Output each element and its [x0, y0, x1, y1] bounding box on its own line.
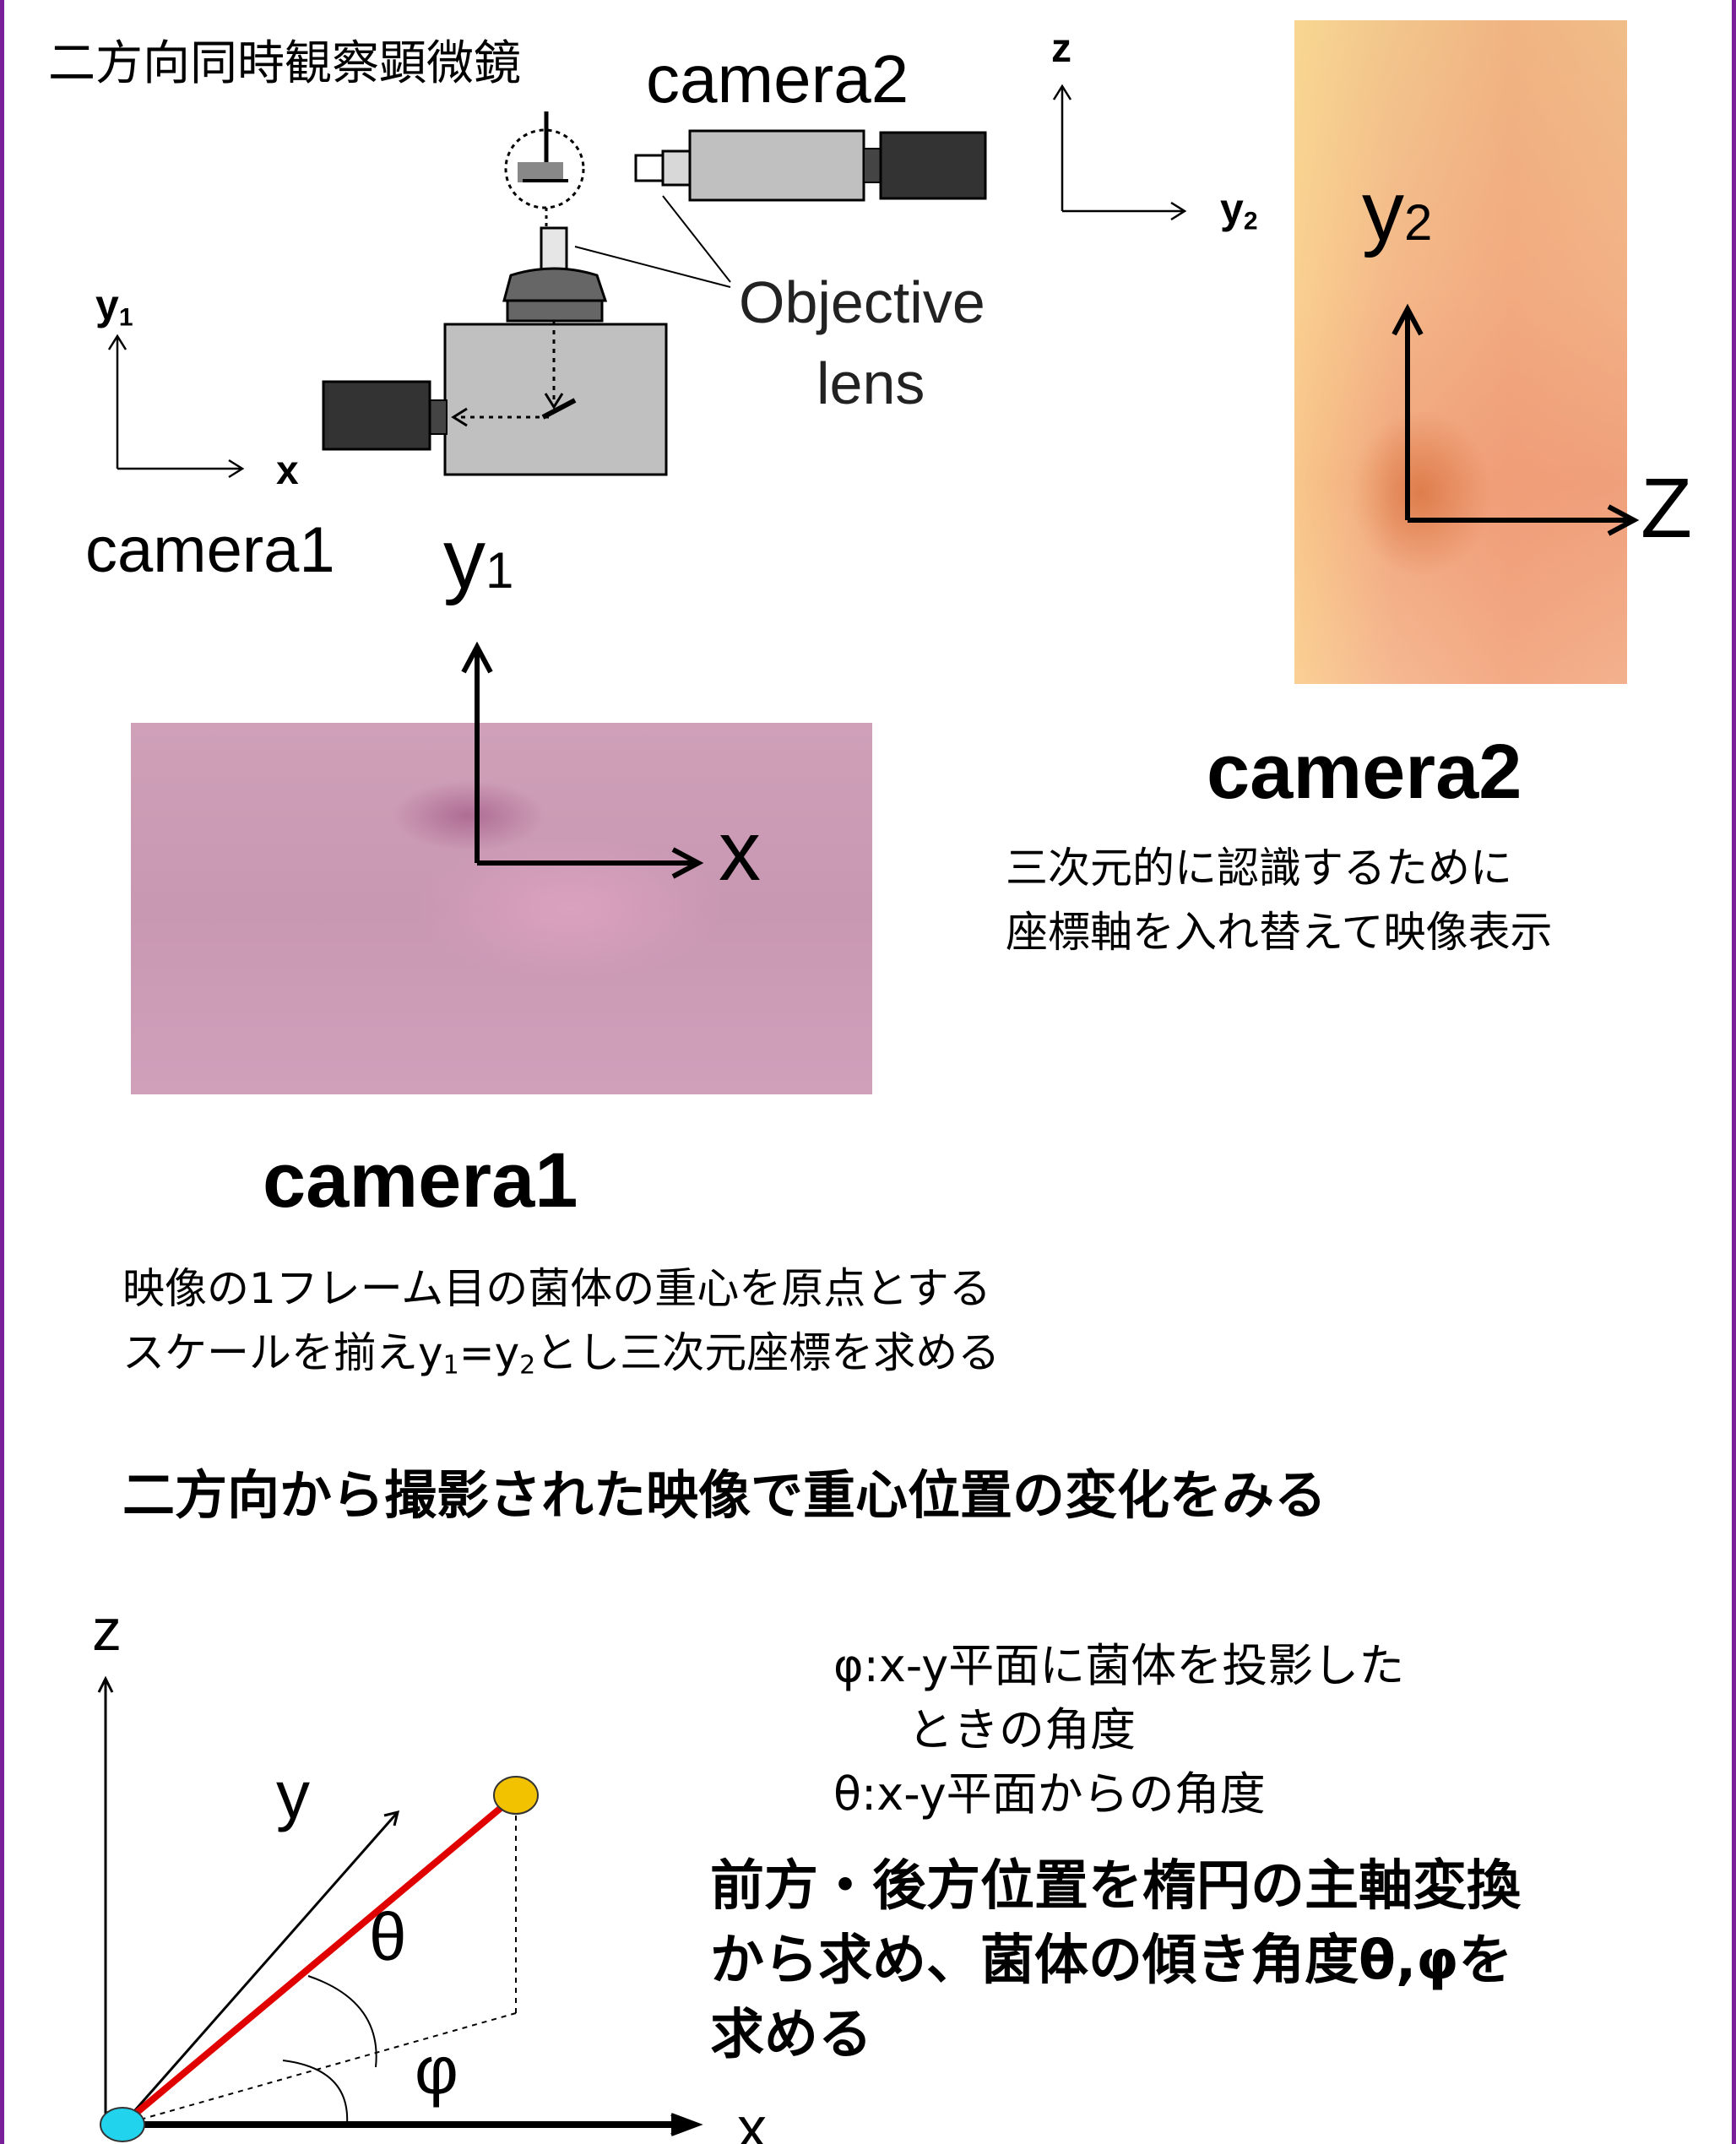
phi-label: φ: [415, 2033, 458, 2108]
camera2-overlay-axes: [1392, 303, 1640, 536]
camera2-z-label: Z: [1641, 461, 1693, 556]
x-axis-arrowhead: [670, 2113, 703, 2136]
specimen-holder: [504, 111, 585, 228]
camera2-device: [634, 129, 987, 202]
angle-y-label: y: [276, 1757, 310, 1832]
cell-front-point: [493, 1776, 539, 1815]
axis2-z-label: z: [1051, 26, 1071, 71]
theta-definition: θ:x-y平面からの角度: [833, 1767, 1266, 1821]
camera1-device: [322, 226, 668, 476]
camera1-image: [131, 723, 872, 1094]
angle-x-label: x: [737, 2095, 767, 2144]
camera2-image: [1294, 20, 1627, 684]
y-axis: [121, 1810, 400, 2125]
camera2-axes: [1052, 84, 1187, 221]
axis2-y-label: y2: [1220, 185, 1258, 236]
page-title: 二方向同時観察顕微鏡: [48, 36, 521, 91]
objective-label-line1: Objective: [739, 269, 985, 335]
z-axis: [97, 1675, 114, 2126]
phi-definition-line2: ときの角度: [908, 1703, 1136, 1756]
cell-origin-point: [100, 2107, 145, 2142]
angle-diagram: [97, 1675, 703, 2142]
camera1-heading: camera1: [263, 1137, 578, 1224]
conclusion-line1: 前方・後方位置を楕円の主軸変換: [710, 1855, 1521, 1918]
objective-leader-lines: [574, 195, 731, 288]
camera1-y-label: y1: [443, 512, 514, 606]
camera1-caption-line1: 映像の1フレーム目の菌体の重心を原点とする: [122, 1264, 991, 1313]
camera1-overlay-axes: [461, 641, 704, 879]
angle-z-label: z: [92, 1597, 122, 1663]
camera1-device-label: camera1: [85, 514, 335, 586]
camera2-heading: camera2: [1207, 729, 1522, 815]
camera2-y-label: y2: [1362, 164, 1433, 258]
camera2-device-label: camera2: [646, 41, 909, 117]
cell-axis-line: [120, 1792, 518, 2128]
theta-label: θ: [369, 1899, 407, 1974]
conclusion-line2: から求め、菌体の傾き角度θ,φを: [710, 1930, 1513, 1992]
axis1-x-label: x: [276, 448, 299, 493]
summary-text: 二方向から撮影された映像で重心位置の変化をみる: [122, 1464, 1327, 1526]
camera1-x-label: x: [719, 804, 761, 898]
axis1-y-label: y1: [95, 281, 133, 332]
camera2-caption-line2: 座標軸を入れ替えて映像表示: [1006, 908, 1553, 957]
phi-definition-line1: φ:x-y平面に菌体を投影した: [833, 1639, 1405, 1692]
projection-lines: [122, 1795, 517, 2125]
microscope-schematic: [107, 84, 1187, 479]
camera2-caption-line1: 三次元的に認識するために: [1006, 844, 1512, 893]
conclusion-line3: 求める: [710, 2004, 872, 2066]
camera1-axes: [107, 334, 245, 479]
objective-label-line2: lens: [816, 350, 925, 416]
camera1-caption-line2: スケールを揃えy1=y2とし三次元座標を求める: [122, 1328, 1001, 1381]
angle-arcs: [282, 1975, 377, 2125]
